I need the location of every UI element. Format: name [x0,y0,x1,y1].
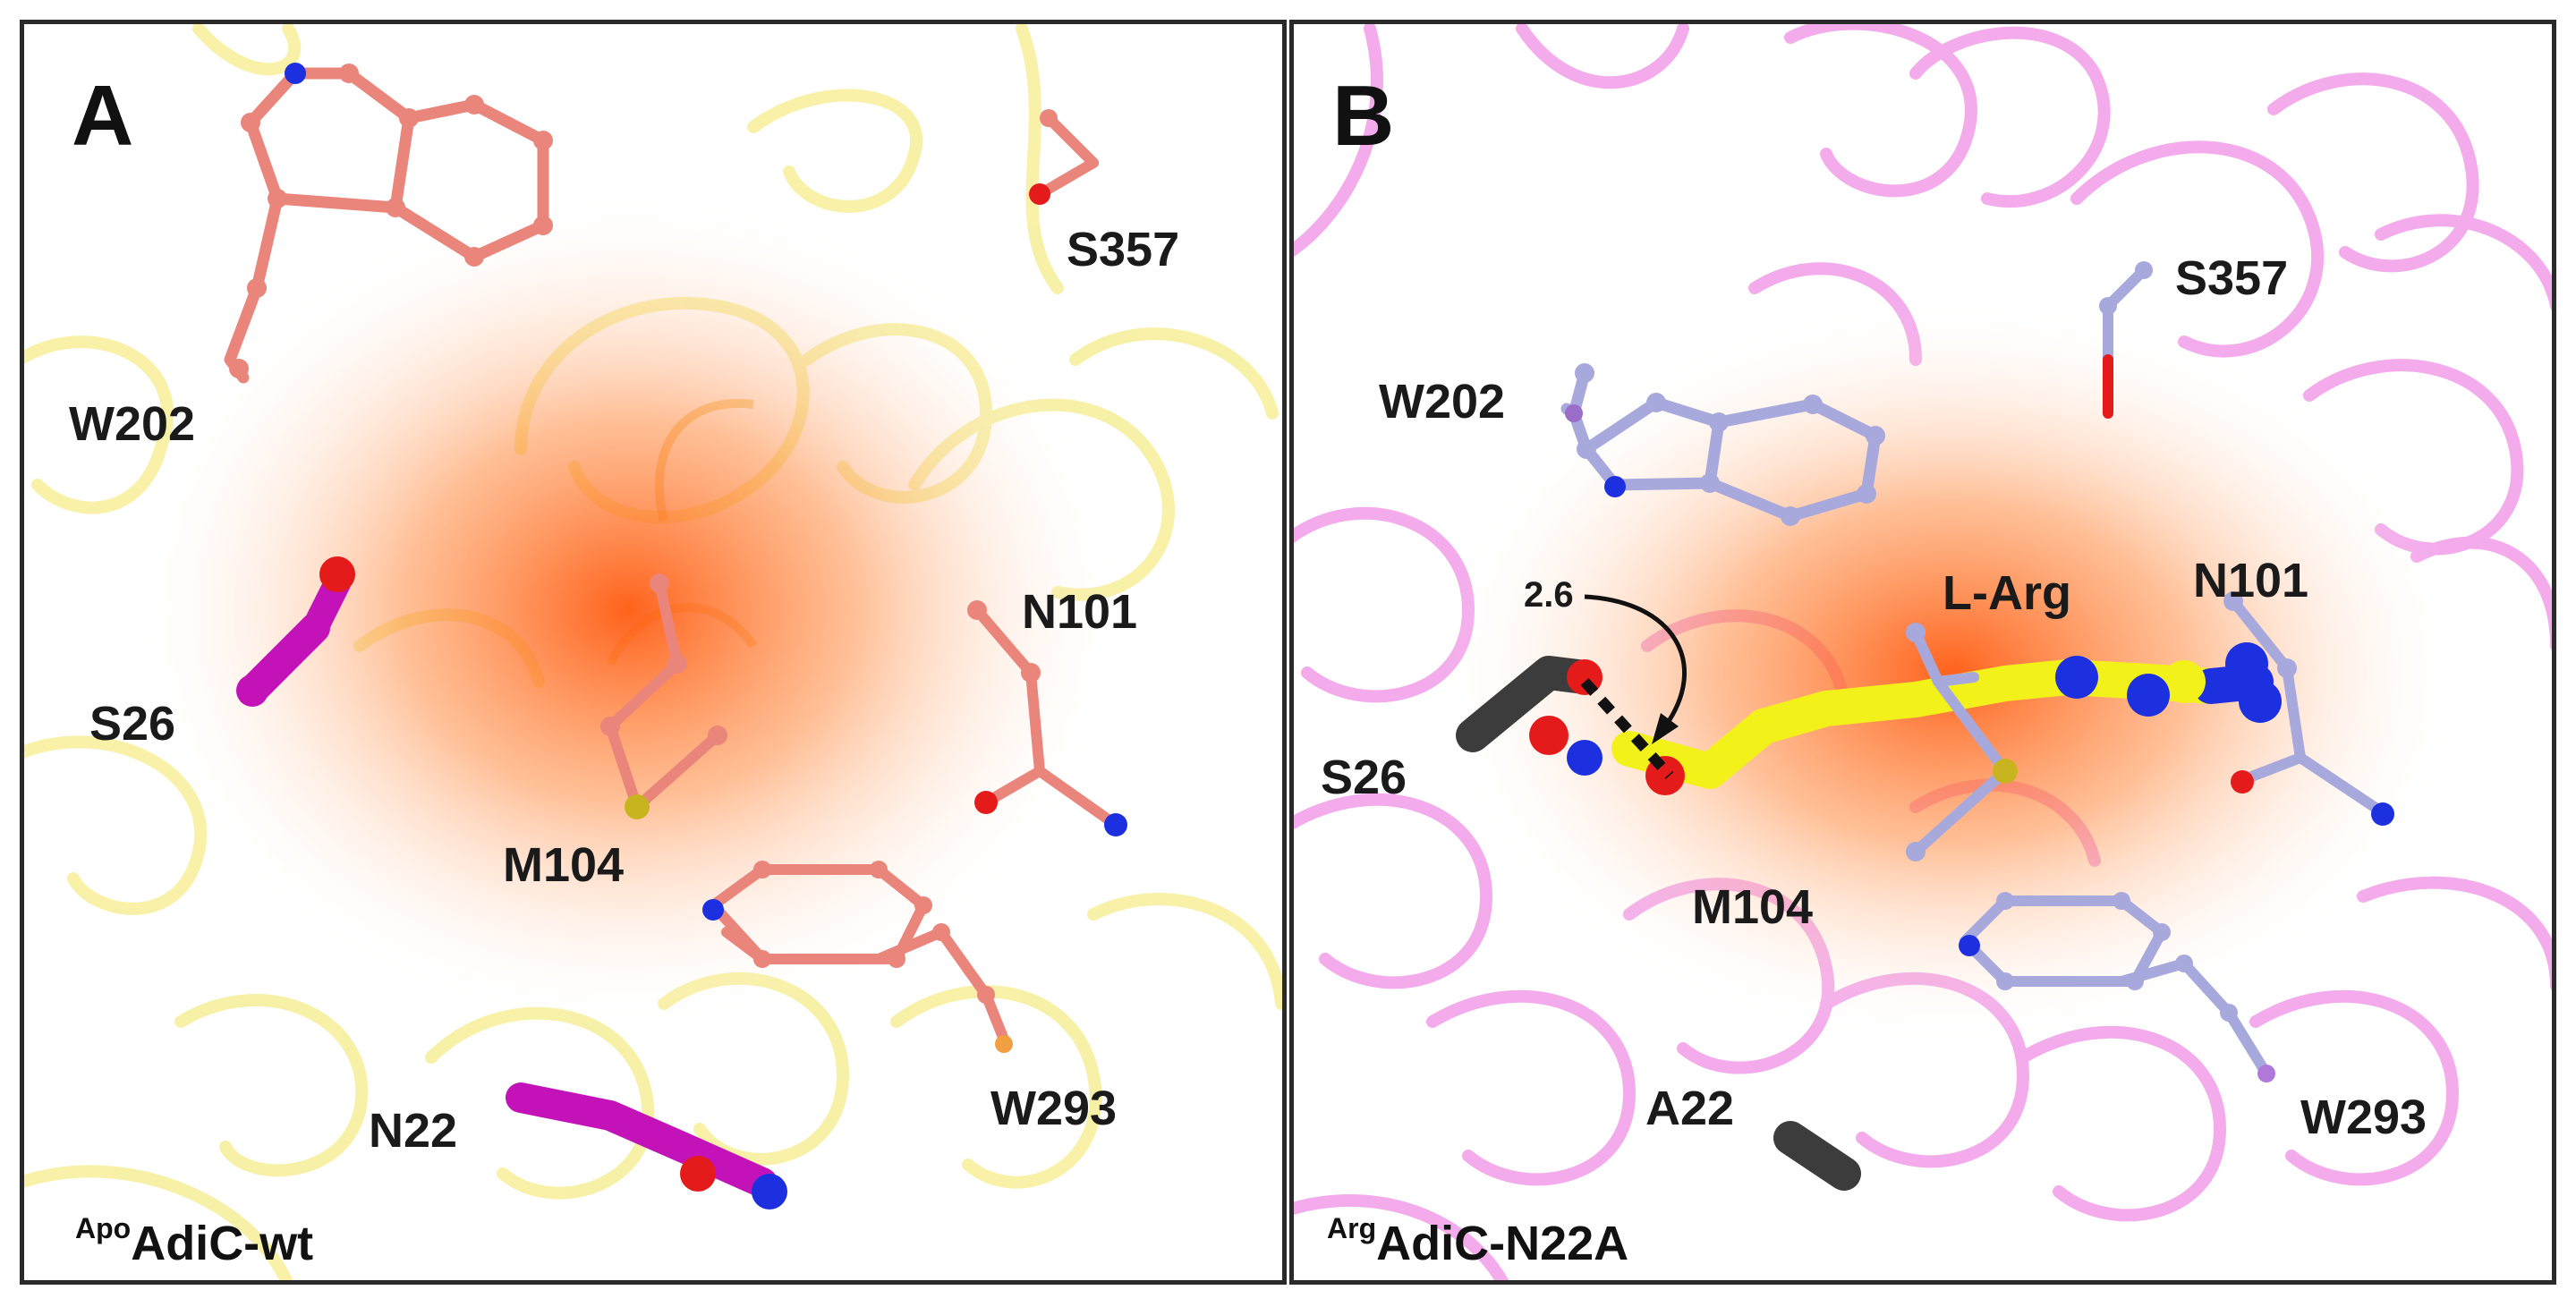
label-n22: N22 [369,1104,458,1158]
panel-a-caption: ApoAdiC-wt [75,1214,313,1268]
panel-b-caption: ArgAdiC-N22A [1327,1214,1628,1268]
panel-letter: A [72,68,134,164]
hydrogen-bond [1580,677,1674,780]
sulfur-atom [625,794,650,819]
label-larg: L-Arg [1943,566,2071,620]
label-w293: W293 [2300,1091,2427,1144]
label-s26: S26 [1321,751,1407,804]
distance-label: 2.6 [1524,575,1574,615]
residue-n22 [506,1082,787,1209]
panel-a: A W202 S357 S26 N101 M104 N22 W293 ApoAd… [20,20,1287,1285]
label-m104: M104 [1692,880,1814,934]
panel-b-structure [1289,20,2556,1285]
caption-text: AdiC-wt [131,1217,314,1270]
residue-s26 [236,556,355,707]
binding-pocket-glow [127,190,1129,1031]
panel-a-structure [20,22,1287,1285]
label-n101: N101 [2193,554,2309,607]
residue-n101 [2228,596,2386,817]
residue-w202-atoms [229,64,553,378]
label-s357: S357 [2175,251,2289,305]
panel-b: B W202 S357 L-Arg N101 S26 M104 A22 W293… [1289,20,2556,1285]
residue-s357 [1034,113,1099,199]
ligand-l-arg [1529,642,2282,795]
label-w202: W202 [69,397,196,451]
residue-m104 [1910,627,2013,857]
label-m104: M104 [503,838,625,892]
label-w293: W293 [990,1082,1118,1135]
caption-superscript: Apo [75,1212,132,1244]
label-w202: W202 [1379,375,1506,429]
label-s26: S26 [89,697,176,751]
oxygen-atom [1029,183,1050,205]
caption-text: AdiC-N22A [1376,1217,1629,1270]
distance-arrow [1584,594,1688,728]
panel-letter: B [1332,68,1395,164]
label-a22: A22 [1645,1082,1735,1135]
residue-a22 [1773,1121,1861,1191]
caption-superscript: Arg [1327,1212,1377,1244]
nitrogen-atom [285,63,306,84]
residue-n101 [972,605,1121,830]
label-s357: S357 [1067,223,1180,276]
label-n101: N101 [1022,585,1138,639]
